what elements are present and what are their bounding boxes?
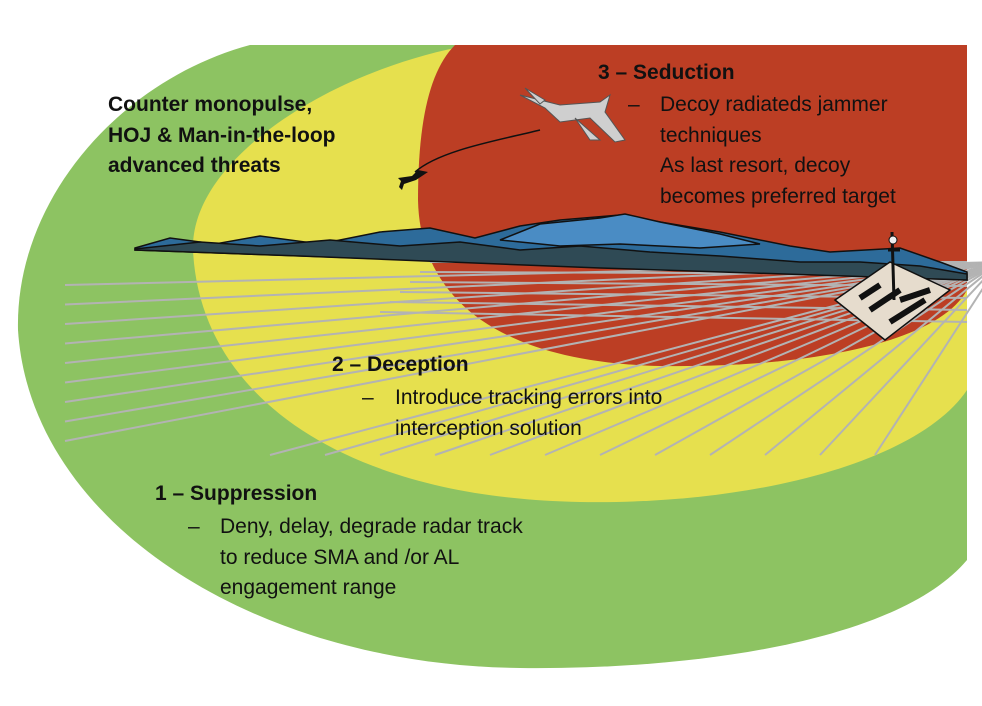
threats-line: Counter monopulse, — [108, 93, 313, 116]
decoy-target-icon — [833, 231, 952, 341]
towed-decoy-cable — [414, 129, 541, 173]
suppression-title: 1 – Suppression — [155, 482, 318, 505]
grid-line — [764, 275, 982, 456]
seduction-line: becomes preferred target — [660, 184, 896, 208]
mountains — [134, 213, 968, 281]
seduction-bullet-dash: – — [628, 93, 640, 116]
deception-text: Introduce tracking errors into intercept… — [395, 383, 662, 444]
deception-title: 2 – Deception — [332, 353, 469, 376]
seduction-title: 3 – Seduction — [598, 61, 735, 84]
threats-line: advanced threats — [108, 154, 281, 177]
suppression-line: to reduce SMA and /or AL — [220, 545, 460, 569]
deception-line: Introduce tracking errors into — [395, 386, 663, 409]
seduction-line: techniques — [660, 123, 762, 147]
suppression-line: engagement range — [220, 576, 397, 599]
grid-line — [64, 264, 982, 442]
suppression-bullet-dash: – — [188, 515, 200, 538]
threats-label: Counter monopulse, HOJ & Man-in-the-loop… — [108, 90, 335, 182]
deception-line: interception solution — [395, 416, 582, 440]
seduction-text: Decoy radiateds jammer techniques As las… — [660, 90, 896, 212]
seduction-line: Decoy radiateds jammer — [660, 93, 888, 116]
suppression-text: Deny, delay, degrade radar track to redu… — [220, 512, 523, 604]
grid-line — [64, 264, 982, 423]
seduction-line: As last resort, decoy — [660, 154, 851, 177]
threats-line: HOJ & Man-in-the-loop — [108, 123, 336, 147]
fighter-jet-icon — [519, 87, 626, 143]
grid-line — [819, 279, 982, 456]
suppression-line: Deny, delay, degrade radar track — [220, 515, 523, 538]
deception-bullet-dash: – — [362, 386, 374, 409]
grid-line — [64, 262, 982, 364]
grid-line — [64, 263, 982, 384]
towed-decoy-icon — [398, 170, 428, 190]
grid-line — [874, 287, 982, 456]
grid-line — [709, 272, 982, 456]
